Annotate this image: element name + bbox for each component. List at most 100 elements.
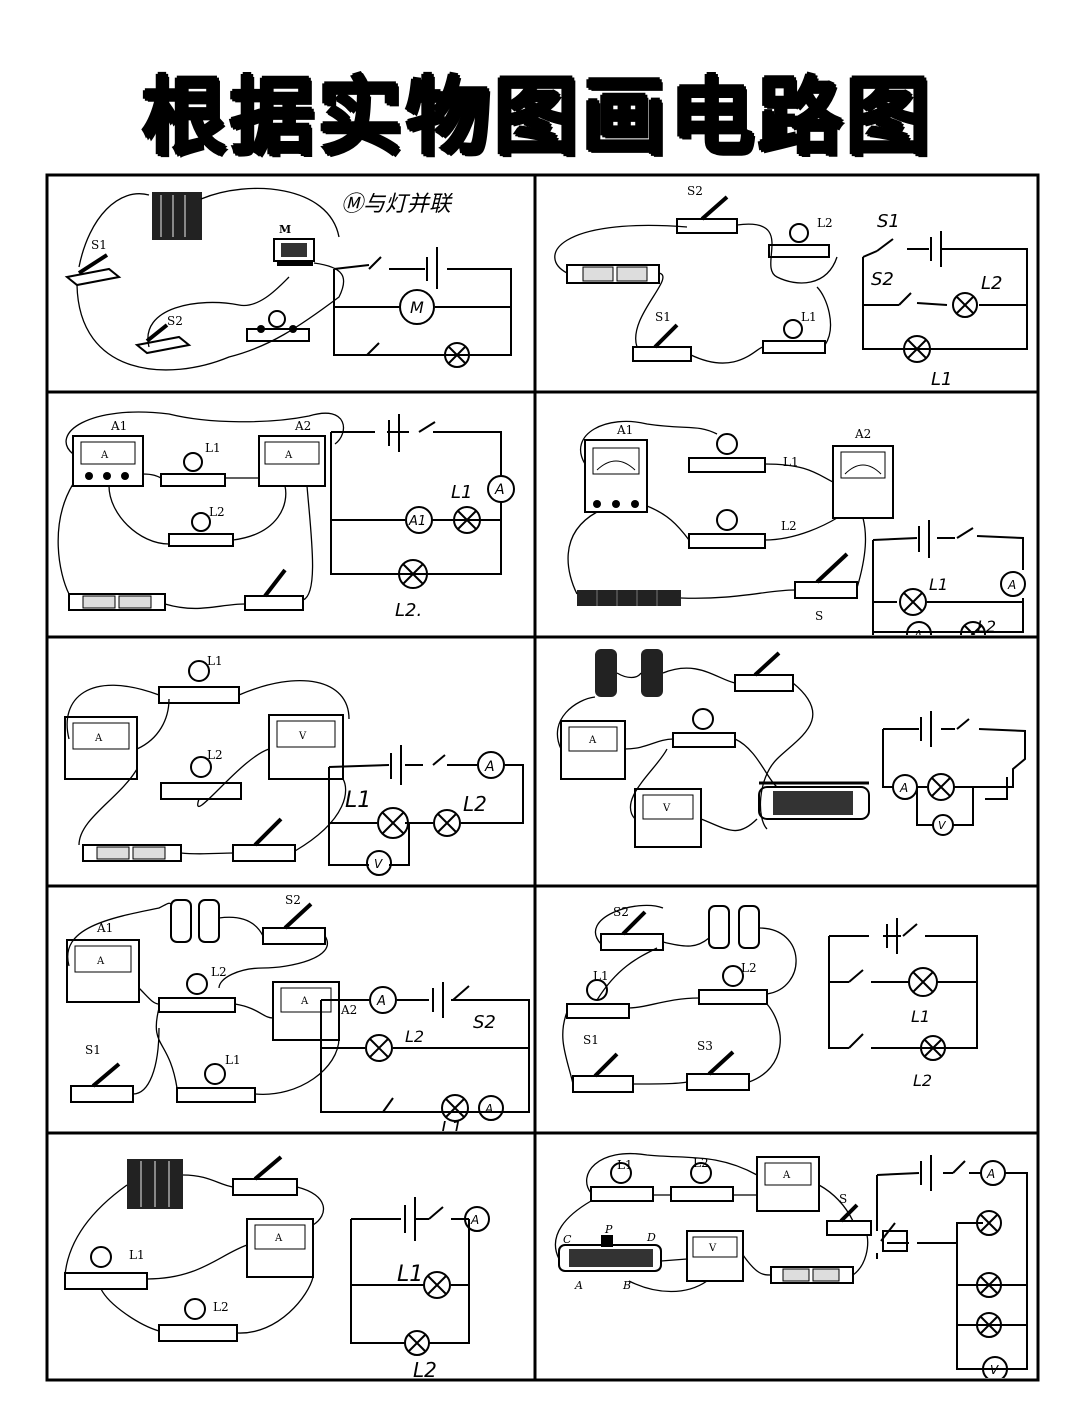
- label-B: B: [622, 1279, 631, 1292]
- lamp-icon: [158, 1298, 238, 1342]
- voltmeter-icon: V: [268, 714, 344, 780]
- sketch-label-L1: L1: [911, 1007, 930, 1026]
- sketch-label-L1: L1: [345, 788, 371, 813]
- ammeter-icon: A: [246, 1218, 314, 1278]
- sketch-label-L2: L2: [977, 617, 996, 635]
- page-title: 根据实物图画电路图: [141, 68, 934, 166]
- ammeter-icon: A: [64, 716, 138, 780]
- rheostat-icon: [758, 781, 870, 820]
- switch-icon: [734, 651, 794, 692]
- label-L1: L1: [225, 1053, 241, 1067]
- label-C: C: [563, 1233, 572, 1246]
- label-A2: A2: [340, 1003, 357, 1017]
- sketch-label-A: A: [470, 1213, 479, 1227]
- switch-icon: [70, 1062, 134, 1103]
- circuit-sketch: [320, 982, 530, 1122]
- label-L2: L2: [781, 519, 797, 533]
- lamp-icon: [670, 1162, 734, 1202]
- sketch-label-S1: S1: [877, 211, 900, 232]
- sketch-label-L2: L2: [463, 792, 487, 816]
- switch-icon: [572, 1052, 634, 1093]
- voltmeter-icon: V: [634, 788, 702, 848]
- label-S1: S1: [91, 238, 107, 252]
- lamp-icon: [688, 433, 766, 473]
- label-S1: S1: [655, 310, 671, 324]
- switch-icon: [244, 568, 304, 611]
- sketch-label-L1: L1: [931, 369, 952, 390]
- panel-7: A A1 S2 L2 A A2 S1 L1 A S2 L2: [66, 893, 530, 1131]
- motor-icon: [273, 238, 315, 266]
- lamp-icon: [768, 223, 830, 258]
- sketch-label-A: A: [484, 759, 495, 775]
- lamp-icon: [590, 1162, 654, 1202]
- label-A1: A1: [616, 423, 633, 437]
- sketch-label-A1: A1: [408, 514, 426, 529]
- svg-text:A: A: [100, 450, 109, 461]
- label-D: D: [646, 1231, 656, 1244]
- label-L1: L1: [205, 441, 221, 455]
- battery-icon: [152, 192, 202, 240]
- sketch-label-A: A: [494, 482, 505, 498]
- circuit-sketch: [882, 711, 1026, 836]
- switch-icon: [232, 1155, 298, 1196]
- rheostat-icon: [558, 1235, 662, 1272]
- circuit-sketch: [328, 745, 524, 876]
- sketch-label-M: M: [410, 298, 424, 317]
- circuit-sketch: [862, 231, 1028, 363]
- label-S2: S2: [285, 893, 301, 907]
- battery-icon: [595, 649, 663, 697]
- svg-text:A: A: [96, 956, 105, 967]
- sketch-label-A: A: [484, 1102, 493, 1116]
- battery-icon: [566, 264, 660, 284]
- label-A1: A1: [110, 419, 127, 433]
- circuit-sketch: [876, 1155, 1028, 1378]
- circuit-sketch: [330, 414, 515, 589]
- battery-icon: [127, 1159, 183, 1209]
- label-L1: L1: [801, 310, 817, 324]
- lamp-icon: [64, 1246, 148, 1290]
- sketch-label-L1: L1: [451, 482, 472, 503]
- svg-text:V: V: [662, 803, 671, 814]
- switch-icon: [232, 817, 296, 862]
- label-L2: L2: [817, 216, 833, 230]
- circuit-sketch: [872, 520, 1026, 635]
- lamp-icon: [566, 979, 630, 1019]
- battery-icon: [170, 899, 220, 943]
- sketch-label-A: A: [986, 1167, 995, 1181]
- svg-text:A: A: [300, 996, 309, 1007]
- sketch-label-A: A: [1007, 578, 1016, 592]
- label-L2: L2: [207, 748, 223, 762]
- ammeter-icon: A: [258, 435, 326, 487]
- lamp-icon: [158, 973, 236, 1013]
- label-S2: S2: [167, 314, 183, 328]
- svg-text:V: V: [708, 1243, 717, 1254]
- sketch-label-L1: L1: [441, 1118, 462, 1131]
- label-L1: L1: [593, 969, 609, 983]
- sketch-label-L2: L2: [405, 1027, 424, 1046]
- label-S3: S3: [697, 1039, 713, 1053]
- lamp-icon: [160, 756, 242, 800]
- sketch-label-S2: S2: [473, 1012, 496, 1033]
- sketch-label-L2: L2.: [395, 600, 422, 621]
- switch-icon: [262, 902, 326, 945]
- sketch-label-V: V: [938, 819, 947, 832]
- label-L2: L2: [209, 505, 225, 519]
- ammeter-icon: A: [72, 435, 144, 487]
- label-L2: L2: [211, 965, 227, 979]
- label-A2: A2: [294, 419, 311, 433]
- label-L2: L2: [741, 961, 757, 975]
- label-S2: S2: [687, 184, 703, 198]
- switch-icon: [794, 552, 858, 599]
- label-S1: S1: [85, 1043, 101, 1057]
- circuit-sketch: [350, 1197, 490, 1356]
- sketch-label-L2: L2: [981, 273, 1002, 294]
- label-S1: S1: [583, 1033, 599, 1047]
- svg-text:A: A: [782, 1170, 791, 1181]
- panel-1: M S1 S2 Ⓜ与灯并联 M: [64, 187, 512, 371]
- label-A1: A1: [96, 921, 113, 935]
- ammeter-icon: A: [66, 939, 140, 1003]
- lamp-icon: [688, 509, 766, 549]
- sketch-label-S2: S2: [871, 269, 894, 290]
- ammeter-icon: A: [560, 720, 626, 780]
